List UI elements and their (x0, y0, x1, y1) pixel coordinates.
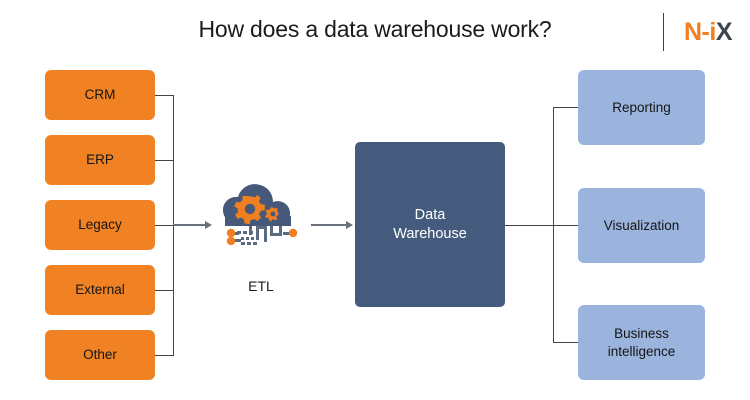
output-label-bi-line1: Business (614, 326, 669, 342)
connector-external-stub (155, 290, 174, 291)
connector-bi-stub (553, 342, 579, 343)
logo-text-primary: N-i (683, 17, 716, 46)
arrow-etl-to-warehouse-line (311, 224, 348, 226)
connector-erp-stub (155, 160, 174, 161)
arrow-bus-to-etl-head (205, 221, 212, 229)
circuit-dot-right (288, 228, 298, 238)
connector-other-stub (155, 355, 174, 356)
logo-divider (662, 13, 664, 51)
logo-text-accent: X (715, 17, 733, 46)
source-box-erp[interactable]: ERP (45, 135, 155, 185)
connector-warehouse-to-bus (505, 225, 554, 226)
data-warehouse-box[interactable]: Data Warehouse (355, 142, 505, 307)
data-warehouse-label-line1: Data (414, 206, 446, 223)
circuit-dot-left-bottom (226, 236, 236, 246)
arrow-bus-to-etl-line (173, 224, 207, 226)
data-warehouse-label-line2: Warehouse (393, 225, 467, 242)
source-box-external[interactable]: External (45, 265, 155, 315)
source-box-crm[interactable]: CRM (45, 70, 155, 120)
arrow-etl-to-warehouse-head (346, 221, 353, 229)
connector-visualization-stub (553, 225, 579, 226)
logo-text: N-iX (683, 17, 733, 46)
connector-legacy-stub (155, 225, 174, 226)
connector-left-bus (173, 95, 174, 356)
page-title: How does a data warehouse work? (198, 16, 552, 42)
source-box-legacy[interactable]: Legacy (45, 200, 155, 250)
gear-small-icon (265, 206, 279, 222)
etl-icon (215, 180, 307, 272)
connector-crm-stub (155, 95, 174, 96)
output-label-bi-line2: intelligence (607, 343, 676, 359)
connector-reporting-stub (553, 107, 579, 108)
output-box-reporting[interactable]: Reporting (578, 70, 705, 145)
output-label-reporting: Reporting (612, 99, 671, 115)
brand-logo: N-iX (662, 12, 733, 52)
circuit-traces (231, 226, 291, 245)
source-box-other[interactable]: Other (45, 330, 155, 380)
output-box-business-intelligence[interactable]: Business intelligence (578, 305, 705, 380)
etl-label: ETL (248, 278, 274, 294)
circuit-dot-left-top (226, 228, 236, 238)
gear-large-icon (234, 194, 265, 225)
output-box-visualization[interactable]: Visualization (578, 188, 705, 263)
output-label-visualization: Visualization (603, 217, 680, 233)
